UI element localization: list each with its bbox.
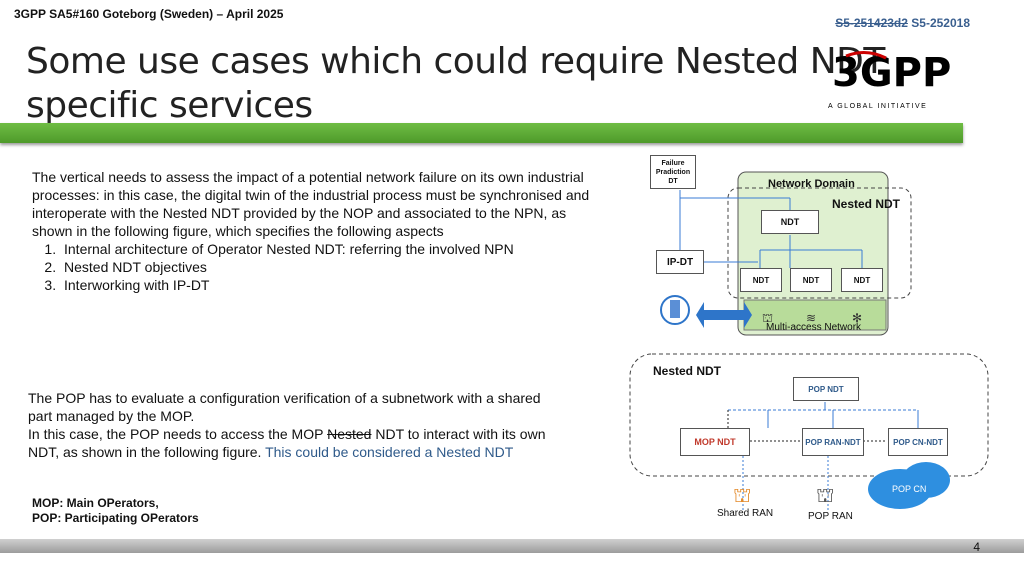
network-domain-label: Network Domain — [768, 178, 855, 190]
new-doc-number: S5-252018 — [911, 16, 970, 30]
abbreviations: MOP: Main OPerators, POP: Participating … — [32, 496, 199, 526]
pop-ran-label: POP RAN — [808, 511, 853, 522]
svg-text:✻: ✻ — [852, 311, 862, 325]
nested-ndt-label: Nested NDT — [832, 197, 901, 211]
shared-ran-label: Shared RAN — [717, 508, 774, 519]
paragraph-line-2: In this case, the POP needs to access th… — [28, 425, 548, 461]
footer-bar — [0, 539, 1024, 553]
text-segment: In this case, the POP needs to access th… — [28, 426, 328, 442]
aspects-list: Internal architecture of Operator Nested… — [32, 240, 602, 294]
old-doc-number: S5-251423d2 — [835, 16, 908, 30]
pop-ndt-box: POP NDT — [793, 377, 859, 401]
ndt-box: NDT — [790, 268, 832, 292]
multi-access-network-label: Multi-access Network — [766, 322, 862, 333]
diagram-mop-pop: ⛫ ⛫ Nested NDT POP NDT MOP NDT POP RAN-N… — [628, 352, 990, 532]
3gpp-logo: 3GPP A GLOBAL INITIATIVE — [826, 46, 956, 116]
svg-text:≋: ≋ — [806, 311, 816, 325]
diagram2-connectors: ⛫ ⛫ — [629, 353, 989, 512]
svg-text:⛫: ⛫ — [733, 485, 751, 507]
paragraph-pop-evaluation: The POP has to evaluate a configuration … — [28, 389, 548, 461]
pop-cn-label: POP CN — [892, 484, 927, 494]
failure-prediction-dt-box: Failure Pradiction DT — [650, 155, 696, 189]
title-line-2: specific services — [26, 85, 313, 126]
nested-ndt-label: Nested NDT — [653, 364, 722, 378]
text-segment: NDT to interact with its own NDT, as sho… — [28, 426, 546, 460]
ndt-top-box: NDT — [761, 210, 819, 234]
paragraph-line-1: The POP has to evaluate a configuration … — [28, 390, 541, 424]
diagram-nested-ndt-npn: ⛫ ≋ ✻ Failure Pradiction DT Network Doma… — [640, 150, 920, 340]
ndt-box: NDT — [740, 268, 782, 292]
ip-dt-box: IP-DT — [656, 250, 704, 274]
struck-word: Nested — [327, 426, 372, 442]
slide-title: Some use cases which could require Neste… — [26, 40, 885, 128]
pop-cn-ndt-box: POP CN-NDT — [888, 428, 948, 456]
ndt-box: NDT — [841, 268, 883, 292]
paragraph-intro: The vertical needs to assess the impact … — [32, 169, 590, 239]
paragraph-vertical-needs: The vertical needs to assess the impact … — [32, 168, 602, 294]
meeting-header: 3GPP SA5#160 Goteborg (Sweden) – April 2… — [14, 7, 284, 21]
mop-ndt-box: MOP NDT — [680, 428, 750, 456]
list-item: Internal architecture of Operator Nested… — [60, 240, 602, 258]
logo-tagline: A GLOBAL INITIATIVE — [828, 103, 927, 110]
svg-text:⛫: ⛫ — [816, 485, 834, 507]
mop-definition: MOP: Main OPerators, — [32, 496, 159, 510]
svg-text:3GPP: 3GPP — [832, 50, 951, 96]
pop-ran-ndt-box: POP RAN-NDT — [802, 428, 864, 456]
title-divider-bar — [0, 123, 963, 143]
document-number: S5-251423d2 S5-252018 — [835, 16, 970, 30]
pop-definition: POP: Participating OPerators — [32, 511, 199, 525]
list-item: Interworking with IP-DT — [60, 276, 602, 294]
list-item: Nested NDT objectives — [60, 258, 602, 276]
added-text: This could be considered a Nested NDT — [265, 444, 514, 460]
page-number: 4 — [973, 540, 980, 554]
svg-text:⛫: ⛫ — [762, 311, 773, 325]
title-line-1: Some use cases which could require Neste… — [26, 41, 885, 82]
